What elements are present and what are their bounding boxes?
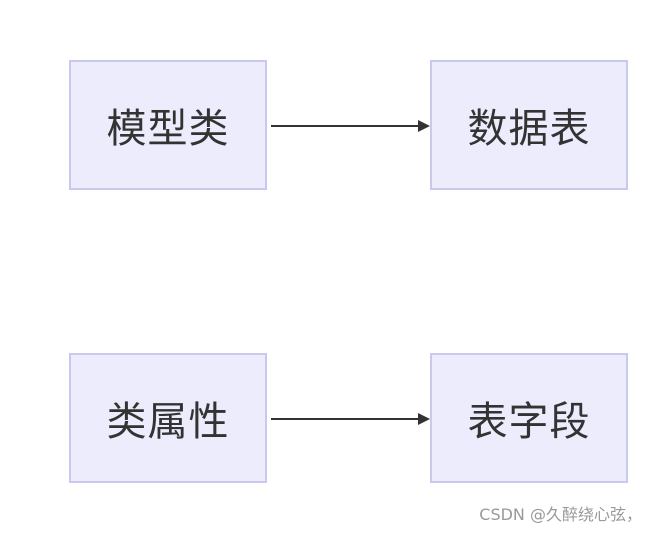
node-model-class: 模型类 (69, 60, 267, 190)
node-model-class-label: 模型类 (106, 106, 230, 152)
node-data-table-label: 数据表 (467, 106, 591, 152)
node-class-attribute: 类属性 (69, 353, 267, 483)
watermark-text: CSDN @久醉绕心弦， (479, 505, 642, 524)
node-table-field: 表字段 (430, 353, 628, 483)
node-data-table: 数据表 (430, 60, 628, 190)
node-class-attribute-label: 类属性 (106, 399, 230, 445)
node-table-field-label: 表字段 (467, 399, 591, 445)
